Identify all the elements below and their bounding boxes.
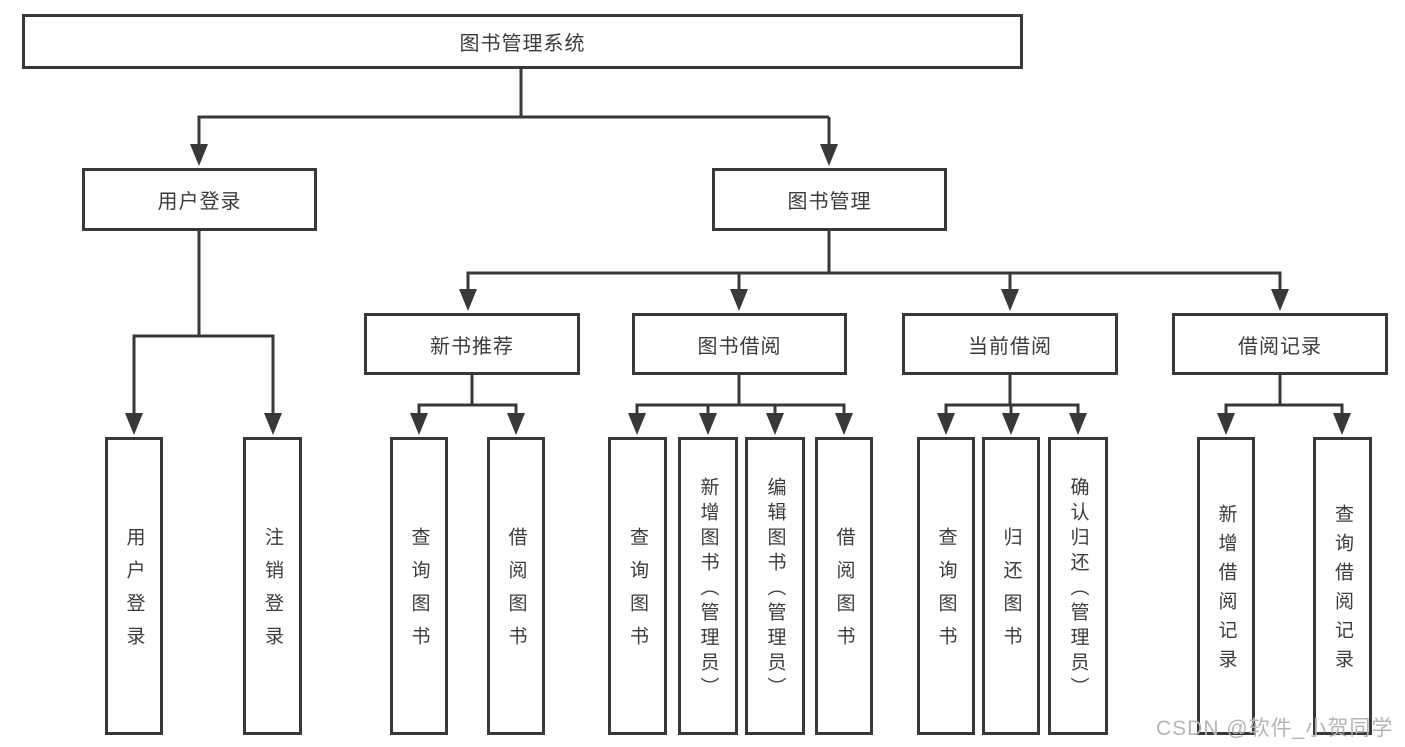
csdn-watermark: CSDN @软件_小贺同学 [1156,717,1394,740]
leaf-recommend-borrow-books: 借阅图书 [487,437,545,735]
leaf-records-query-record-label: 查询借阅记录 [1332,504,1353,678]
leaf-borrowing-borrow-books: 借阅图书 [815,437,873,735]
leaf-current-confirm-return-label: 确认归还（管理员） [1067,476,1089,702]
leaf-records-query-record: 查询借阅记录 [1313,437,1372,735]
node-book-management: 图书管理 [712,168,947,231]
node-borrowing-records-label: 借阅记录 [1238,335,1322,358]
leaf-borrowing-edit-books: 编辑图书（管理员） [745,437,805,735]
leaf-current-return-books: 归还图书 [982,437,1040,735]
leaf-borrowing-query-books: 查询图书 [608,437,667,735]
node-borrowing-records: 借阅记录 [1172,313,1388,375]
connector-current-to-leaves [937,375,1087,435]
leaf-records-add-record-label: 新增借阅记录 [1215,504,1237,678]
node-book-management-label: 图书管理 [787,191,872,213]
connector-root-to-level2 [190,69,838,166]
connector-records-to-leaves [1217,375,1351,435]
leaf-current-query-books: 查询图书 [917,437,975,735]
node-root-label: 图书管理系统 [459,33,586,55]
connector-borrowing-to-leaves [628,375,853,435]
leaf-borrowing-borrow-books-label: 借阅图书 [833,527,855,659]
node-new-book-recommend: 新书推荐 [364,313,580,375]
node-user-login-label: 用户登录 [157,191,242,213]
node-book-borrowing-label: 图书借阅 [697,335,782,358]
leaf-user-login: 用户登录 [105,437,163,735]
leaf-borrowing-query-books-label: 查询图书 [627,527,648,659]
leaf-user-login-label: 用户登录 [123,527,145,659]
node-new-book-recommend-label: 新书推荐 [430,335,514,358]
leaf-records-add-record: 新增借阅记录 [1197,437,1255,735]
node-current-borrowing: 当前借阅 [902,313,1118,375]
leaf-current-confirm-return: 确认归还（管理员） [1048,437,1108,735]
leaf-recommend-query-books-label: 查询图书 [408,527,430,659]
leaf-current-return-books-label: 归还图书 [1000,527,1022,659]
connector-user-login-to-leaves [125,231,282,435]
leaf-current-query-books-label: 查询图书 [935,527,957,659]
leaf-borrowing-add-books: 新增图书（管理员） [678,437,738,735]
leaf-borrowing-add-books-label: 新增图书（管理员） [697,476,719,702]
node-book-borrowing: 图书借阅 [632,313,847,375]
node-user-login: 用户登录 [82,168,317,231]
leaf-recommend-borrow-books-label: 借阅图书 [505,527,527,659]
node-root: 图书管理系统 [22,14,1023,69]
connector-recommend-to-leaves [410,375,525,435]
leaf-logout: 注销登录 [243,437,302,735]
leaf-borrowing-edit-books-label: 编辑图书（管理员） [764,476,786,702]
connector-book-management-to-level3 [459,231,1289,311]
leaf-recommend-query-books: 查询图书 [390,437,448,735]
leaf-logout-label: 注销登录 [262,527,283,659]
node-current-borrowing-label: 当前借阅 [968,335,1052,358]
